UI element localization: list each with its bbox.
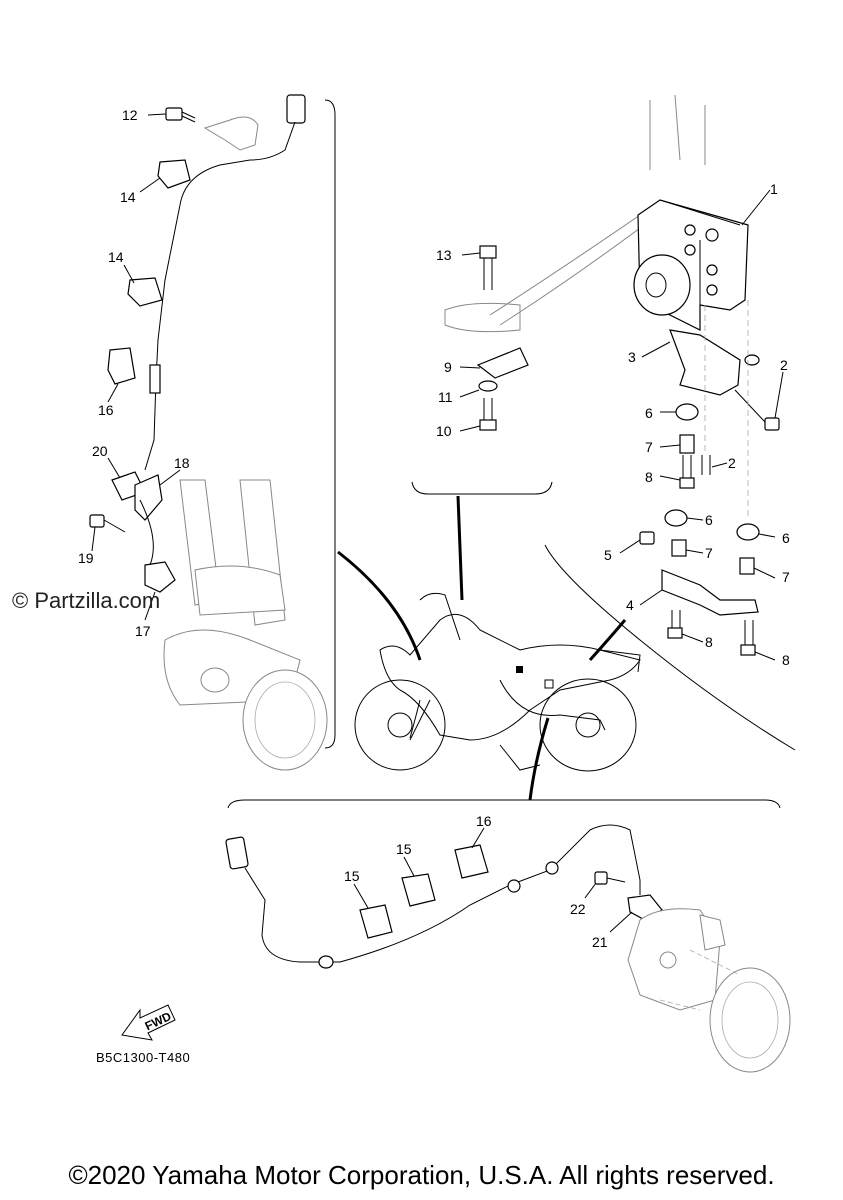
fwd-label: FWD [143,1009,174,1033]
callout-7: 7 [782,569,790,585]
section-dividers [227,99,796,809]
callout-4: 4 [626,597,634,613]
motorcycle-illustration [354,592,641,772]
forward-direction-arrow: FWD [121,1004,176,1041]
callout-17: 17 [135,623,151,639]
copyright-notice: ©2020 Yamaha Motor Corporation, U.S.A. A… [68,1160,775,1190]
callout-6: 6 [782,530,790,546]
callout-8: 8 [705,634,713,650]
callout-10: 10 [436,423,452,439]
callout-22: 22 [570,901,586,917]
rear-sensor-section: FWD [121,824,791,1073]
callout-16: 16 [98,402,114,418]
mount-hardware-section [444,214,641,431]
callout-19: 19 [78,550,94,566]
callout-16: 16 [476,813,492,829]
callout-8: 8 [782,652,790,668]
abs-unit-location-marker [516,666,523,673]
callout-13: 13 [436,247,452,263]
callout-3: 3 [628,349,636,365]
callout-labels: 12 14 14 16 20 18 19 17 13 9 11 10 1 3 2… [78,107,790,950]
callout-6: 6 [645,405,653,421]
callout-leaders [91,113,784,933]
callout-2: 2 [728,455,736,471]
callout-21: 21 [592,934,608,950]
callout-15: 15 [344,868,360,884]
abs-unit-section [633,94,780,656]
callout-6: 6 [705,512,713,528]
callout-9: 9 [444,359,452,375]
callout-7: 7 [645,439,653,455]
callout-18: 18 [174,455,190,471]
callout-12: 12 [122,107,138,123]
callout-11: 11 [438,389,453,405]
bolt-13 [479,245,497,290]
callout-8: 8 [645,469,653,485]
callout-14: 14 [108,249,124,265]
callout-14: 14 [120,189,136,205]
callout-20: 20 [92,443,108,459]
callout-2: 2 [780,357,788,373]
abs-hydraulic-unit [633,199,749,331]
callout-7: 7 [705,545,713,561]
diagram-code: B5C1300-T480 [96,1050,191,1065]
callout-15: 15 [396,841,412,857]
front-sensor-section [89,94,328,771]
callout-5: 5 [604,547,612,563]
callout-1: 1 [770,181,778,197]
leader-lines [337,495,627,801]
partzilla-watermark: © Partzilla.com [12,588,161,613]
bolt-12 [165,107,196,123]
bolt-10 [479,398,497,431]
